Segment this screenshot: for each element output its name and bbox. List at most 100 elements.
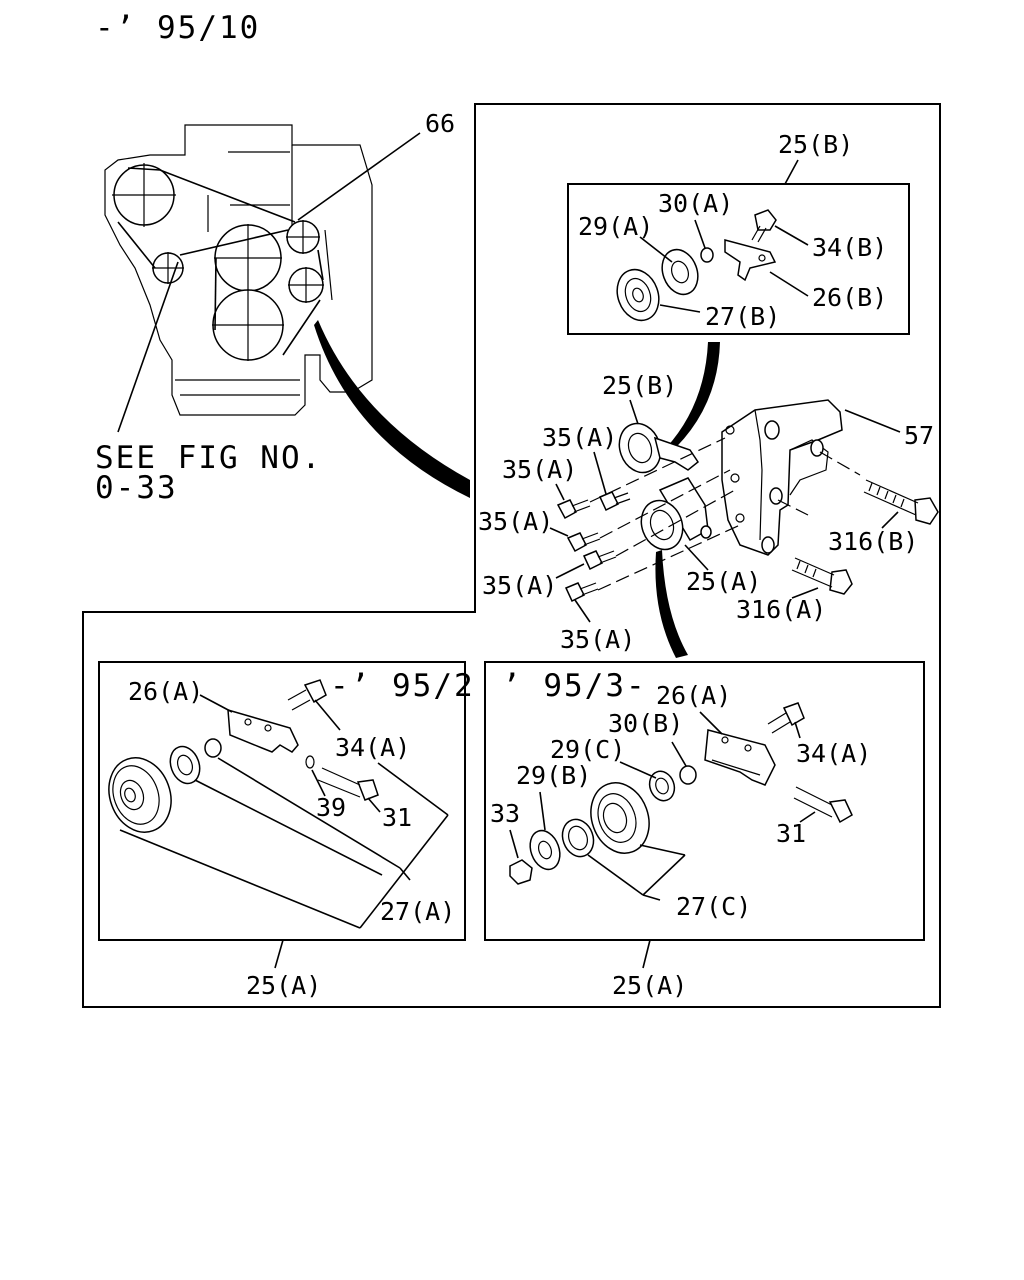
- leader-25a-early: [274, 939, 284, 969]
- bracket-leaders-27c-late: [587, 844, 686, 901]
- tensioner-pulley-25a: [640, 477, 712, 551]
- see-fig-label: SEE FIG NO.: [95, 440, 322, 476]
- label-35a-2: 35(A): [502, 455, 577, 484]
- label-26a-late: 26(A): [656, 681, 731, 710]
- leader-35a-2: [555, 483, 565, 501]
- leader-30b-late: [671, 741, 687, 767]
- leader-33-late: [509, 829, 519, 859]
- label-33-late: 33: [490, 799, 520, 828]
- label-35a-1: 35(A): [542, 423, 617, 452]
- engine-outline: [104, 124, 373, 416]
- label-26a-early: 26(A): [128, 677, 203, 706]
- label-25a-early: 25(A): [246, 971, 321, 1000]
- inset-25b-frame: [567, 183, 910, 335]
- label-35a-4: 35(A): [482, 571, 557, 600]
- main-assembly-frame: [82, 103, 941, 1008]
- leader-35a-5: [574, 599, 591, 623]
- label-25a-late: 25(A): [612, 971, 687, 1000]
- bracket-26a-late: [704, 729, 776, 786]
- idler-pulley-25b: [618, 422, 700, 474]
- leader-316b: [881, 511, 899, 529]
- label-25a-main: 25(A): [686, 567, 761, 596]
- date-range-label: -’ 95/10: [95, 10, 260, 46]
- leader-31-early: [367, 797, 381, 813]
- washer-29c-late: [648, 770, 676, 802]
- label-30a: 30(A): [658, 189, 733, 218]
- bushing-30b-late: [679, 765, 697, 785]
- label-66: 66: [425, 109, 455, 138]
- bracket-26a-early: [227, 708, 299, 753]
- leader-35a-4: [555, 563, 585, 579]
- belt-pulleys: [112, 163, 324, 361]
- label-35a-3: 35(A): [478, 507, 553, 536]
- label-316b: 316(B): [828, 527, 918, 556]
- leader-27b: [659, 304, 701, 313]
- label-57: 57: [904, 421, 934, 450]
- leader-25a-main: [684, 544, 709, 571]
- label-25b-main: 25(B): [602, 371, 677, 400]
- leader-25b-inset: [784, 159, 799, 185]
- leader-29b-late: [539, 791, 546, 831]
- snap-ring-39-early: [305, 755, 315, 769]
- leader-30a: [694, 219, 706, 249]
- pulley-27b: [616, 268, 660, 322]
- leader-26a-early: [199, 694, 233, 713]
- bracket-leaders-27a-early: [119, 757, 449, 929]
- leader-316a: [791, 587, 819, 599]
- bolts-35a: [556, 491, 631, 603]
- bracket-26b: [724, 239, 777, 282]
- leader-25a-late: [642, 939, 651, 969]
- label-34b: 34(B): [812, 233, 887, 262]
- leader-34a-late: [794, 721, 801, 739]
- see-fig-number: 0-33: [95, 470, 178, 506]
- bearing-late: [561, 818, 595, 858]
- label-27a-early: 27(A): [380, 897, 455, 926]
- label-29a: 29(A): [578, 212, 653, 241]
- label-29c-late: 29(C): [550, 735, 625, 764]
- leader-34a-early: [314, 699, 341, 731]
- label-27b: 27(B): [705, 302, 780, 331]
- label-35a-5: 35(A): [560, 625, 635, 654]
- washer-early: [169, 745, 201, 785]
- label-27c-late: 27(C): [676, 892, 751, 921]
- leader-39-early: [311, 769, 326, 797]
- bolt-316b: [863, 479, 939, 525]
- label-30b-late: 30(B): [608, 709, 683, 738]
- early-variant-period: -’ 95/2: [330, 668, 475, 704]
- leader-35a-3: [549, 527, 569, 537]
- label-29b-late: 29(B): [516, 761, 591, 790]
- pulley-27c-late: [590, 782, 650, 854]
- late-variant-period: ’ 95/3-: [502, 668, 647, 704]
- bolt-31-early: [317, 767, 379, 801]
- callout-arrow-engine: [314, 320, 470, 498]
- early-variant-frame: [98, 661, 466, 941]
- leader-29c-late: [619, 761, 657, 779]
- leader-66: [297, 132, 421, 221]
- leader-26b: [769, 271, 809, 297]
- washer-29b-late: [529, 829, 561, 871]
- bolt-34a-late: [767, 702, 805, 734]
- callout-arrow-main: [655, 550, 688, 658]
- late-variant-frame: [484, 661, 925, 941]
- washer-29a: [661, 248, 699, 296]
- dash-guide-lines: [589, 437, 861, 591]
- leader-29a: [639, 236, 673, 263]
- label-316a: 316(A): [736, 595, 826, 624]
- leader-57: [844, 409, 901, 433]
- leader-26a-late: [699, 711, 723, 735]
- bushing-30a: [700, 247, 714, 263]
- mounting-bracket-57: [721, 399, 843, 556]
- leader-31-late: [799, 811, 816, 823]
- pulley-27a-early: [108, 757, 172, 833]
- nut-33-late: [509, 859, 533, 885]
- bushing-early: [204, 738, 222, 758]
- label-34a-late: 34(A): [796, 739, 871, 768]
- bolt-316a: [791, 557, 853, 595]
- callout-arrow-inset: [666, 342, 720, 455]
- leader-35a-1: [593, 451, 607, 495]
- label-39-early: 39: [316, 793, 346, 822]
- leader-25b-main: [629, 399, 639, 425]
- bolt-34b: [751, 209, 777, 243]
- label-31-late: 31: [776, 819, 806, 848]
